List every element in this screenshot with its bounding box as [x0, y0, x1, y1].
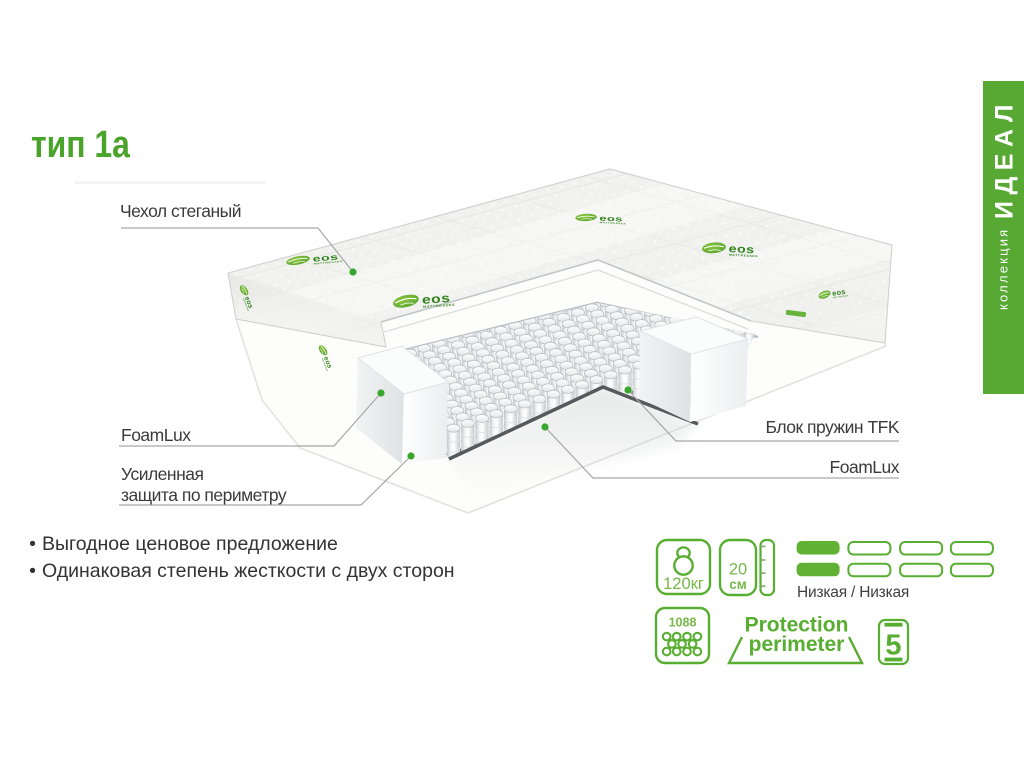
svg-text:20: 20 — [729, 561, 747, 579]
svg-text:Protection: Protection — [745, 614, 849, 637]
svg-text:5: 5 — [885, 630, 901, 662]
svg-text:см: см — [729, 577, 747, 592]
svg-text:perimeter: perimeter — [749, 633, 845, 656]
svg-text:120кг: 120кг — [663, 575, 704, 593]
svg-text:ИДЕАЛ: ИДЕАЛ — [991, 98, 1019, 219]
svg-text:коллекция: коллекция — [996, 228, 1011, 310]
svg-text:1088: 1088 — [669, 616, 697, 630]
